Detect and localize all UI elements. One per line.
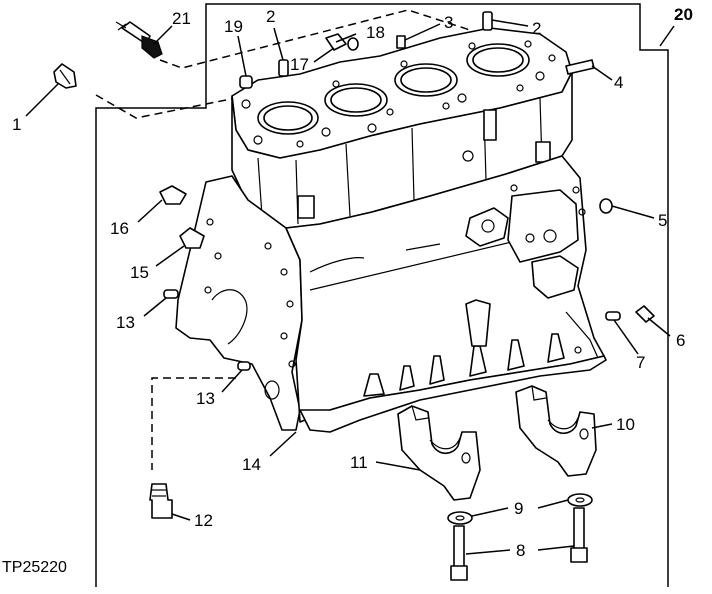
bearing-cap-part-10 [515,385,597,477]
plug-part-6 [635,305,655,323]
plug-part-19 [239,75,253,89]
stud-part-3 [396,35,406,49]
callout-20: 20 [674,5,693,24]
dowel-part-2-right [482,11,493,31]
figure-id: TP25220 [2,559,67,576]
plug-part-5 [599,198,613,214]
callout-16: 16 [110,219,129,238]
callout-7: 7 [636,353,645,372]
callout-2-left: 2 [266,7,275,26]
pin-part-7 [605,311,621,321]
cylinder-block [175,27,607,433]
callout-4: 4 [614,73,623,92]
callout-2-right: 2 [532,19,541,38]
leader-lines [25,19,675,555]
assembly-outline [95,3,669,587]
callout-1: 1 [12,115,21,134]
pin-part-13-lower [237,361,251,371]
dowel-part-2-left [278,59,289,77]
sensor-part-21 [115,21,163,59]
callout-8: 8 [516,541,525,560]
callout-18: 18 [366,23,385,42]
callout-19: 19 [224,17,243,36]
callout-11: 11 [350,453,368,472]
callout-17: 17 [290,55,309,74]
callout-6: 6 [676,331,685,350]
callout-15: 15 [130,263,149,282]
fitting-part-12 [149,483,173,519]
plug-part-1 [53,63,77,89]
callout-10: 10 [616,415,635,434]
fitting-part-15 [179,227,205,249]
pin-part-13-upper [163,289,179,299]
dashed-assembly-lines [95,9,471,470]
washer-part-18 [347,37,359,51]
callout-21: 21 [172,9,191,28]
callout-labels: 21 20 19 2 18 17 3 2 4 1 5 16 15 13 6 7 … [12,5,693,560]
stud-part-4 [565,59,595,75]
callout-13-lower: 13 [196,389,215,408]
washer-part-9 [447,493,593,525]
bearing-cap-part-11 [397,405,481,501]
callout-5: 5 [658,211,667,230]
callout-9: 9 [514,499,523,518]
callout-12: 12 [194,511,213,530]
callout-3: 3 [444,13,453,32]
deck-holes [241,40,556,148]
fitting-part-16 [159,185,187,205]
callout-13-upper: 13 [116,313,135,332]
bolt-part-8 [450,507,588,581]
callout-14: 14 [242,455,261,474]
